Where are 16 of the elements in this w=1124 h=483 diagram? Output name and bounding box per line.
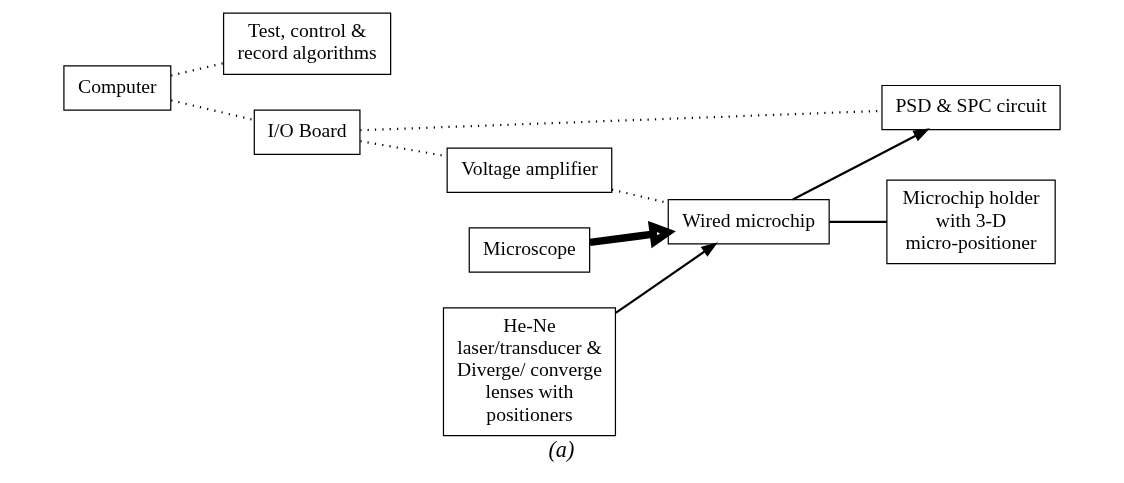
arrow xyxy=(792,128,930,201)
caption: (a) xyxy=(548,436,575,462)
arrow xyxy=(615,242,718,314)
connector xyxy=(829,220,887,223)
node-box: He-Ne laser/transducer & Diverge/ converge lenses with positioners xyxy=(442,307,617,437)
node-box: Wired microchip xyxy=(667,199,830,245)
connector xyxy=(171,62,224,77)
connector xyxy=(171,99,255,122)
node-box: Voltage amplifier xyxy=(446,147,613,193)
node-box: Test, control & record algorithms xyxy=(223,12,392,76)
node-box: Computer xyxy=(63,65,172,111)
node-box: I/O Board xyxy=(253,109,361,155)
node-box: Microscope xyxy=(468,227,591,273)
arrow xyxy=(589,220,676,249)
node-box: PSD & SPC circuit xyxy=(881,84,1061,131)
node-box: Microchip holder with 3-D micro-positioner xyxy=(886,179,1056,265)
